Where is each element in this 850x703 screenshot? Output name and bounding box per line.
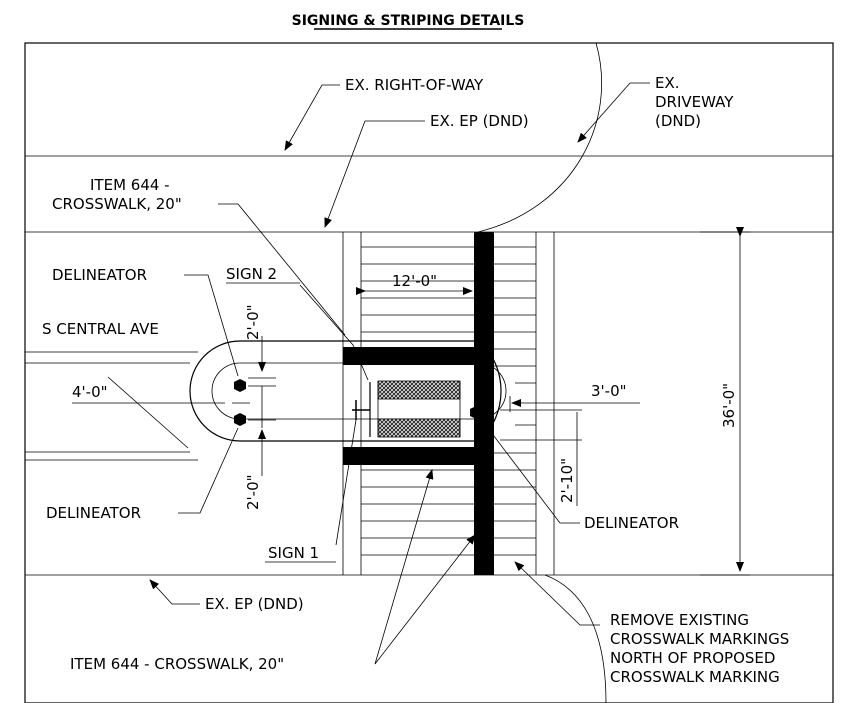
leader-lines bbox=[107, 82, 650, 665]
island-crosswalk-hatch-bottom bbox=[377, 418, 461, 438]
dimension-36ft bbox=[700, 227, 750, 576]
ex-driveway-arc-top bbox=[477, 42, 603, 233]
label-delineator-bottom: DELINEATOR bbox=[46, 504, 141, 522]
label-ex-ep-top: EX. EP (DND) bbox=[430, 112, 529, 130]
existing-crosswalk-stripes bbox=[361, 246, 536, 556]
label-item644-top-2: CROSSWALK, 20" bbox=[52, 195, 182, 213]
label-ex-driveway-3: (DND) bbox=[655, 112, 701, 130]
label-remove-1: REMOVE EXISTING bbox=[610, 611, 749, 629]
proposed-crosswalk-bar-bottom bbox=[343, 447, 474, 465]
label-remove-4: CROSSWALK MARKING bbox=[610, 668, 780, 686]
leader-ex-ep-top bbox=[324, 120, 425, 228]
label-ex-driveway-1: EX. bbox=[655, 74, 680, 92]
delineator-hexagon-top bbox=[234, 379, 246, 392]
median-island-outline bbox=[189, 340, 502, 442]
leader-street-lane bbox=[107, 376, 189, 449]
dimension-12ft-text: 12'-0" bbox=[392, 272, 437, 290]
drawing-frame bbox=[24, 42, 834, 703]
label-ex-driveway-2: DRIVEWAY bbox=[655, 93, 734, 111]
label-item644-bottom: ITEM 644 - CROSSWALK, 20" bbox=[70, 655, 284, 673]
label-sign-2: SIGN 2 bbox=[226, 265, 277, 283]
label-remove-3: NORTH OF PROPOSED bbox=[610, 649, 775, 667]
label-item644-top-1: ITEM 644 - bbox=[90, 176, 170, 194]
dimension-2ft-top bbox=[248, 336, 276, 428]
dimension-2ft-top-text: 2'-0" bbox=[244, 304, 262, 340]
label-street-name: S CENTRAL AVE bbox=[42, 320, 159, 338]
leader-delineator-top bbox=[184, 274, 239, 377]
label-ex-ep-bottom: EX. EP (DND) bbox=[205, 595, 304, 613]
island-crosswalk-hatch-top bbox=[377, 380, 461, 400]
leader-ex-driveway bbox=[577, 82, 650, 143]
dimension-3ft bbox=[485, 396, 640, 412]
leader-sign-1 bbox=[335, 419, 357, 546]
dimension-4ft-text: 4'-0" bbox=[72, 383, 108, 401]
leader-delineator-right bbox=[483, 422, 580, 524]
delineator-hexagon-right bbox=[470, 406, 482, 419]
dimension-2ft10-text: 2'-10" bbox=[558, 458, 576, 503]
leader-item644-bottom-1 bbox=[374, 469, 434, 665]
label-ex-right-of-way: EX. RIGHT-OF-WAY bbox=[345, 76, 484, 94]
label-delineator-top: DELINEATOR bbox=[52, 266, 147, 284]
leader-ex-ep-bottom bbox=[149, 579, 200, 605]
leader-delineator-bottom bbox=[178, 427, 239, 514]
leader-ex-right-of-way bbox=[284, 84, 340, 151]
delineator-hexagon-bottom bbox=[234, 413, 246, 426]
leader-remove-existing bbox=[514, 561, 600, 626]
dimension-36ft-text: 36'-0" bbox=[720, 383, 738, 428]
label-sign-1: SIGN 1 bbox=[268, 544, 319, 562]
leader-item644-top bbox=[218, 203, 346, 336]
dimension-3ft-text: 3'-0" bbox=[591, 382, 627, 400]
label-remove-2: CROSSWALK MARKINGS bbox=[610, 630, 789, 648]
drawing-title: SIGNING & STRIPING DETAILS bbox=[292, 13, 525, 29]
dimension-2ft-bottom-text: 2'-0" bbox=[244, 474, 262, 510]
leader-sign-2 bbox=[299, 284, 369, 381]
leader-item644-bottom-2 bbox=[374, 534, 476, 665]
dimension-2ft10 bbox=[500, 409, 582, 506]
proposed-crosswalk-bar-top bbox=[343, 347, 474, 365]
ex-driveway-arc-bottom bbox=[544, 574, 607, 703]
label-delineator-right: DELINEATOR bbox=[584, 514, 679, 532]
proposed-crosswalk-bar-vertical bbox=[474, 232, 494, 575]
